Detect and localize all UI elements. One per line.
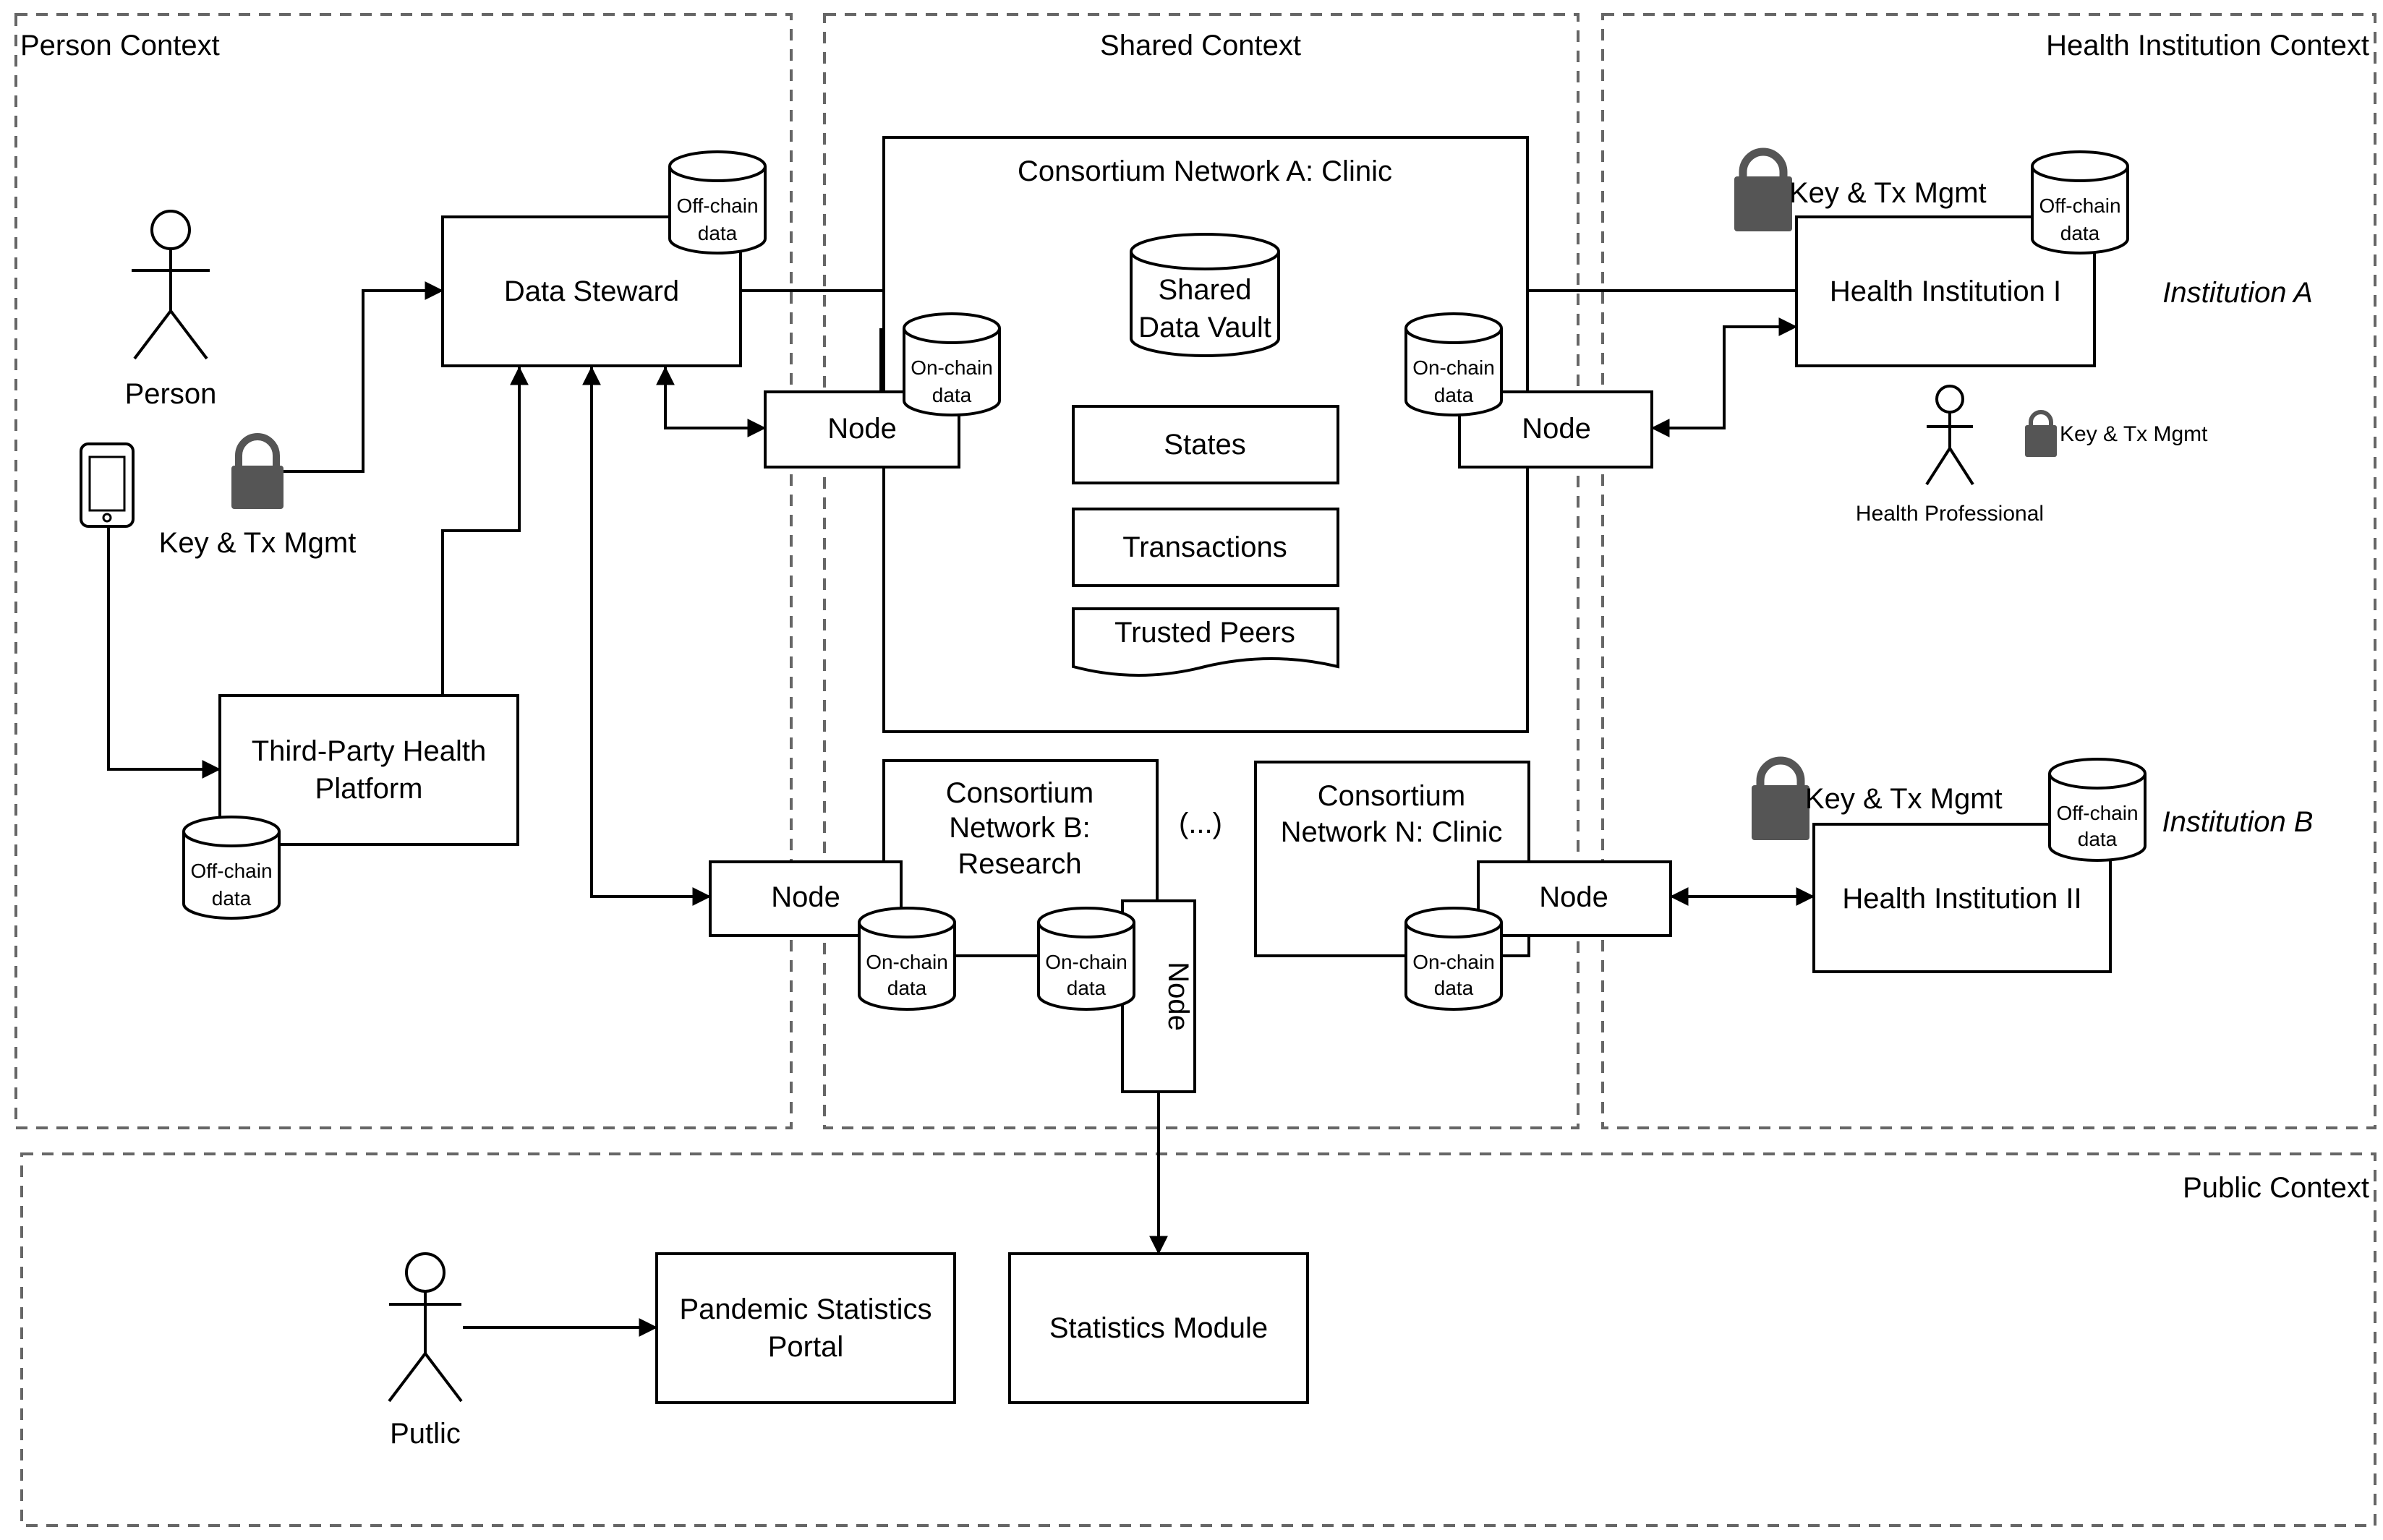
person-key-tx-label: Key & Tx Mgmt xyxy=(159,527,357,559)
shared-vault-label-2: Data Vault xyxy=(1138,312,1271,343)
shared-vault-label-1: Shared xyxy=(1159,274,1252,306)
transactions-label: Transactions xyxy=(1122,531,1287,563)
node-b-label: Node xyxy=(771,881,840,913)
pandemic-portal-box[interactable] xyxy=(655,1252,956,1404)
arrow-node-a2-institution xyxy=(1650,317,1798,437)
phone-icon xyxy=(80,442,135,528)
node-a1-box[interactable] xyxy=(764,390,960,469)
institution-2-offchain-label-1: Off-chain xyxy=(2056,802,2138,824)
platform-offchain-label-2: data xyxy=(212,887,252,910)
database-icon xyxy=(903,312,1001,416)
consortium-b-label-3: Research xyxy=(958,848,1081,880)
shared-context-title: Shared Context xyxy=(1100,30,1301,61)
lock-icon xyxy=(1734,147,1792,231)
professional-key-tx-label: Key & Tx Mgmt xyxy=(2060,422,2208,446)
node-b-onchain-label-2: data xyxy=(887,977,927,999)
node-n-box[interactable] xyxy=(1477,860,1672,937)
node-n-onchain-label-2: data xyxy=(1434,977,1474,999)
statistics-module-box[interactable] xyxy=(1008,1252,1309,1404)
steward-offchain-label-2: data xyxy=(698,222,738,244)
consortium-b-label-2: Network B: xyxy=(949,812,1091,844)
node-b-onchain-label-1: On-chain xyxy=(866,951,948,973)
node-a1-onchain-label-1: On-chain xyxy=(911,356,993,379)
institution-b-label: Institution B xyxy=(2162,806,2313,838)
third-party-label-2: Platform xyxy=(315,773,423,805)
database-icon xyxy=(2048,758,2147,862)
more-networks-ellipsis: (...) xyxy=(1179,808,1222,839)
health-institution-2-label: Health Institution II xyxy=(1842,883,2081,915)
node-b2-onchain-label-2: data xyxy=(1067,977,1107,999)
institution-a-label: Institution A xyxy=(2162,277,2313,309)
person-icon xyxy=(1925,385,1974,486)
database-icon xyxy=(2031,150,2129,254)
node-b-vertical-label: Node xyxy=(1162,962,1194,1031)
institution-1-offchain-label-2: data xyxy=(2060,222,2100,244)
platform-offchain-label-1: Off-chain xyxy=(190,860,272,882)
health-institution-1-label: Health Institution I xyxy=(1830,275,2061,307)
node-a1-label: Node xyxy=(827,413,897,445)
database-icon xyxy=(668,150,767,254)
database-icon xyxy=(182,816,281,920)
consortium-b-label-1: Consortium xyxy=(946,777,1094,809)
trusted-peers-label: Trusted Peers xyxy=(1114,617,1295,649)
arrow-steward-node-b xyxy=(582,366,712,906)
node-n-onchain-label-1: On-chain xyxy=(1412,951,1495,973)
pandemic-portal-label-2: Portal xyxy=(768,1331,844,1363)
lock-icon xyxy=(1752,756,1809,840)
public-context-title: Public Context xyxy=(2183,1172,2369,1204)
node-a1-onchain-label-2: data xyxy=(932,384,972,406)
health-institution-context xyxy=(1601,13,2376,1129)
transactions-box[interactable] xyxy=(1072,508,1339,587)
institution-1-offchain-label-1: Off-chain xyxy=(2039,194,2120,217)
person-icon xyxy=(388,1252,463,1403)
node-b-box[interactable] xyxy=(709,860,903,937)
states-box[interactable] xyxy=(1072,405,1339,484)
consortium-a-title: Consortium Network A: Clinic xyxy=(1018,155,1392,187)
health-context-title: Health Institution Context xyxy=(2046,30,2369,61)
node-a2-onchain-label-2: data xyxy=(1434,384,1474,406)
institution-2-key-tx-label: Key & Tx Mgmt xyxy=(1805,783,2003,815)
database-icon xyxy=(1037,907,1135,1011)
node-a2-onchain-label-1: On-chain xyxy=(1412,356,1495,379)
lock-icon xyxy=(231,433,284,509)
consortium-n-label-1: Consortium xyxy=(1318,780,1466,812)
lock-icon xyxy=(2025,410,2057,457)
public-context xyxy=(20,1152,2376,1527)
institution-2-offchain-label-2: data xyxy=(2078,828,2118,850)
database-icon xyxy=(1130,233,1280,357)
health-professional-label: Health Professional xyxy=(1856,502,2044,526)
states-label: States xyxy=(1164,429,1245,461)
database-icon xyxy=(1404,312,1503,416)
steward-offchain-label-1: Off-chain xyxy=(676,194,758,217)
database-icon xyxy=(1404,907,1503,1011)
person-label: Person xyxy=(125,378,217,410)
institution-1-key-tx-label: Key & Tx Mgmt xyxy=(1789,177,1987,209)
arrow-steward-node-a xyxy=(656,366,767,437)
consortium-n-label-2: Network N: Clinic xyxy=(1281,816,1503,848)
node-n-label: Node xyxy=(1539,881,1608,913)
person-icon xyxy=(132,210,210,360)
node-a2-label: Node xyxy=(1522,413,1591,445)
arrow-key-to-steward xyxy=(284,281,444,473)
person-context xyxy=(14,13,793,1129)
person-context-title: Person Context xyxy=(20,30,220,61)
arrow-phone-to-platform xyxy=(107,528,221,779)
arrow-platform-to-steward xyxy=(441,366,529,696)
statistics-module-label: Statistics Module xyxy=(1049,1312,1268,1344)
node-b2-onchain-label-1: On-chain xyxy=(1045,951,1127,973)
database-icon xyxy=(858,907,956,1011)
data-steward-label: Data Steward xyxy=(504,275,679,307)
third-party-label-1: Third-Party Health xyxy=(252,735,487,767)
third-party-platform-box[interactable] xyxy=(218,694,519,846)
public-actor-label: Putlic xyxy=(390,1418,461,1450)
pandemic-portal-label-1: Pandemic Statistics xyxy=(679,1293,932,1325)
trusted-peers-box[interactable] xyxy=(1072,607,1339,677)
